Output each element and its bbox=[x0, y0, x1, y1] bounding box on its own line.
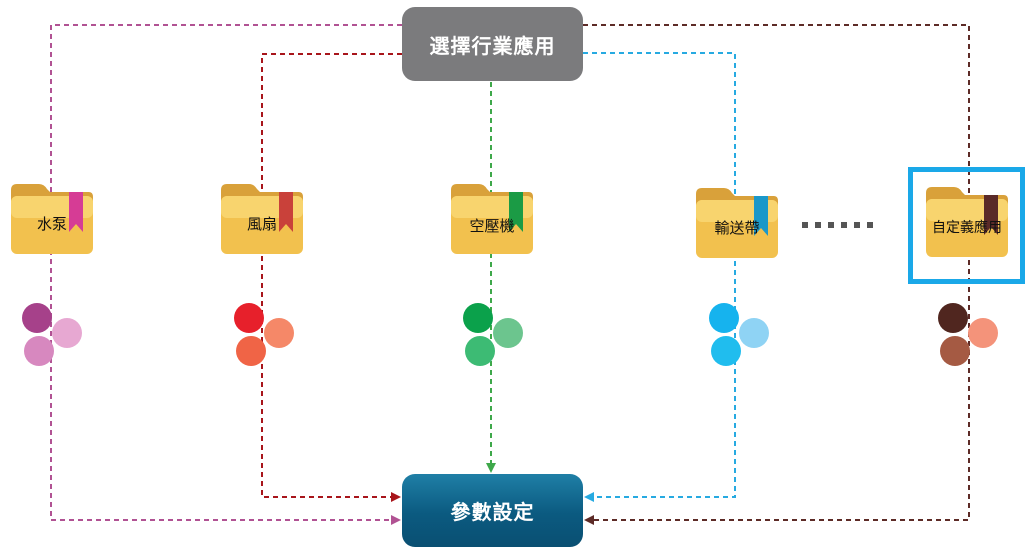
color-dots-custom-app bbox=[938, 303, 1008, 373]
folder-icon bbox=[11, 184, 93, 254]
custom-app-highlight-frame bbox=[908, 167, 1025, 284]
color-dot bbox=[940, 336, 970, 366]
color-dot bbox=[968, 318, 998, 348]
color-dots-conveyor bbox=[709, 303, 779, 373]
color-dot bbox=[52, 318, 82, 348]
folder-icon bbox=[221, 184, 303, 254]
select-industry-app-label: 選擇行業應用 bbox=[429, 33, 556, 58]
color-dots-compressor bbox=[463, 303, 533, 373]
color-dot bbox=[236, 336, 266, 366]
color-dot bbox=[938, 303, 968, 333]
folder-conveyor[interactable]: 輸送帶 bbox=[694, 186, 780, 260]
folder-pump[interactable]: 水泵 bbox=[9, 182, 95, 256]
bookmark-icon bbox=[984, 195, 998, 235]
color-dot bbox=[463, 303, 493, 333]
bookmark-icon bbox=[754, 196, 768, 236]
color-dot bbox=[711, 336, 741, 366]
folder-fan[interactable]: 風扇 bbox=[219, 182, 305, 256]
color-dot bbox=[709, 303, 739, 333]
folder-custom-app[interactable]: 自定義應用 bbox=[924, 185, 1010, 259]
color-dots-fan bbox=[234, 303, 304, 373]
folder-label-custom-app: 自定義應用 bbox=[932, 220, 1002, 236]
folder-icon bbox=[451, 184, 533, 254]
folder-icon bbox=[696, 188, 778, 258]
select-industry-app-node: 選擇行業應用 bbox=[402, 7, 583, 81]
line-custom bbox=[583, 24, 970, 525]
folder-label-conveyor: 輸送帶 bbox=[714, 219, 760, 237]
color-dot bbox=[234, 303, 264, 333]
folder-icon bbox=[926, 187, 1008, 257]
parameter-settings-label: 參數設定 bbox=[450, 500, 535, 524]
color-dot bbox=[739, 318, 769, 348]
ellipsis-icon bbox=[802, 222, 874, 228]
line-fan bbox=[261, 53, 402, 502]
color-dots-pump bbox=[22, 303, 92, 373]
color-dot bbox=[465, 336, 495, 366]
line-pump bbox=[50, 24, 402, 525]
parameter-settings-node: 參數設定 bbox=[402, 474, 583, 547]
folder-compressor[interactable]: 空壓機 bbox=[449, 182, 535, 256]
color-dot bbox=[22, 303, 52, 333]
folder-label-compressor: 空壓機 bbox=[469, 217, 515, 235]
folder-label-fan: 風扇 bbox=[246, 215, 277, 233]
folder-label-pump: 水泵 bbox=[36, 215, 67, 233]
color-dot bbox=[264, 318, 294, 348]
bookmark-icon bbox=[509, 192, 523, 232]
bookmark-icon bbox=[279, 192, 293, 232]
color-dot bbox=[24, 336, 54, 366]
bookmark-icon bbox=[69, 192, 83, 232]
color-dot bbox=[493, 318, 523, 348]
line-conveyor bbox=[583, 52, 736, 502]
